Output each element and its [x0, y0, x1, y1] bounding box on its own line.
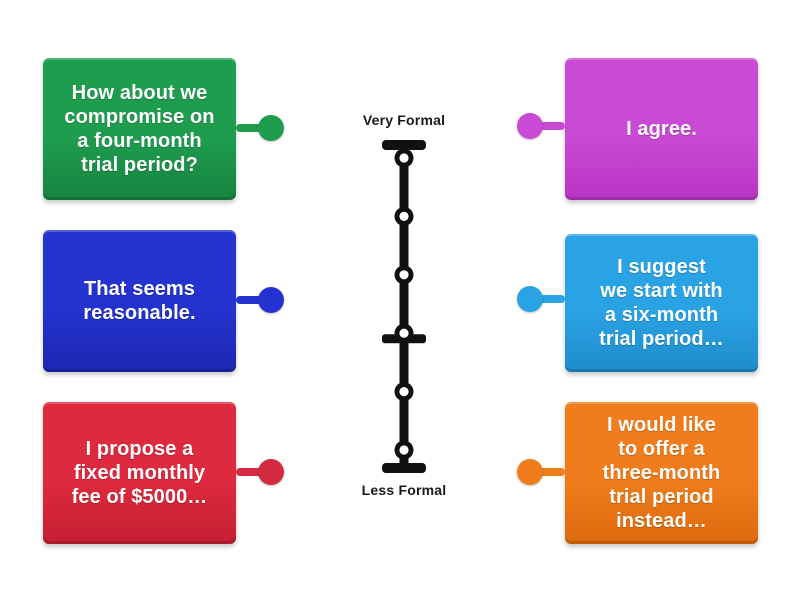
answer-card-label: How about we compromise on a four-month …: [64, 82, 215, 176]
peg-stem-orange: [539, 468, 565, 476]
peg-knob-blue[interactable]: [258, 287, 284, 313]
answer-card-label: I suggest we start with a six-month tria…: [599, 256, 724, 350]
answer-card-label: I agree.: [626, 118, 697, 140]
answer-card-label: That seems reasonable.: [83, 278, 196, 324]
peg-knob-green[interactable]: [258, 115, 284, 141]
peg-stem-green: [236, 124, 262, 132]
answer-card-lightblue[interactable]: I suggest we start with a six-month tria…: [565, 234, 758, 372]
peg-knob-red[interactable]: [258, 459, 284, 485]
answer-card-purple[interactable]: I agree.: [565, 58, 758, 200]
peg-knob-orange[interactable]: [517, 459, 543, 485]
answer-card-orange[interactable]: I would like to offer a three-month tria…: [565, 402, 758, 544]
peg-stem-lightblue: [539, 295, 565, 303]
answer-card-green[interactable]: How about we compromise on a four-month …: [43, 58, 236, 200]
peg-knob-purple[interactable]: [517, 113, 543, 139]
answer-card-red[interactable]: I propose a fixed monthly fee of $5000…: [43, 402, 236, 544]
answer-card-label: I would like to offer a three-month tria…: [602, 414, 721, 532]
scale-bottom-label: Less Formal: [361, 482, 447, 498]
scale-top-label: Very Formal: [362, 112, 446, 128]
answer-card-blue[interactable]: That seems reasonable.: [43, 230, 236, 372]
answer-card-label: I propose a fixed monthly fee of $5000…: [71, 438, 208, 508]
peg-knob-lightblue[interactable]: [517, 286, 543, 312]
peg-stem-red: [236, 468, 262, 476]
peg-stem-blue: [236, 296, 262, 304]
peg-stem-purple: [539, 122, 565, 130]
